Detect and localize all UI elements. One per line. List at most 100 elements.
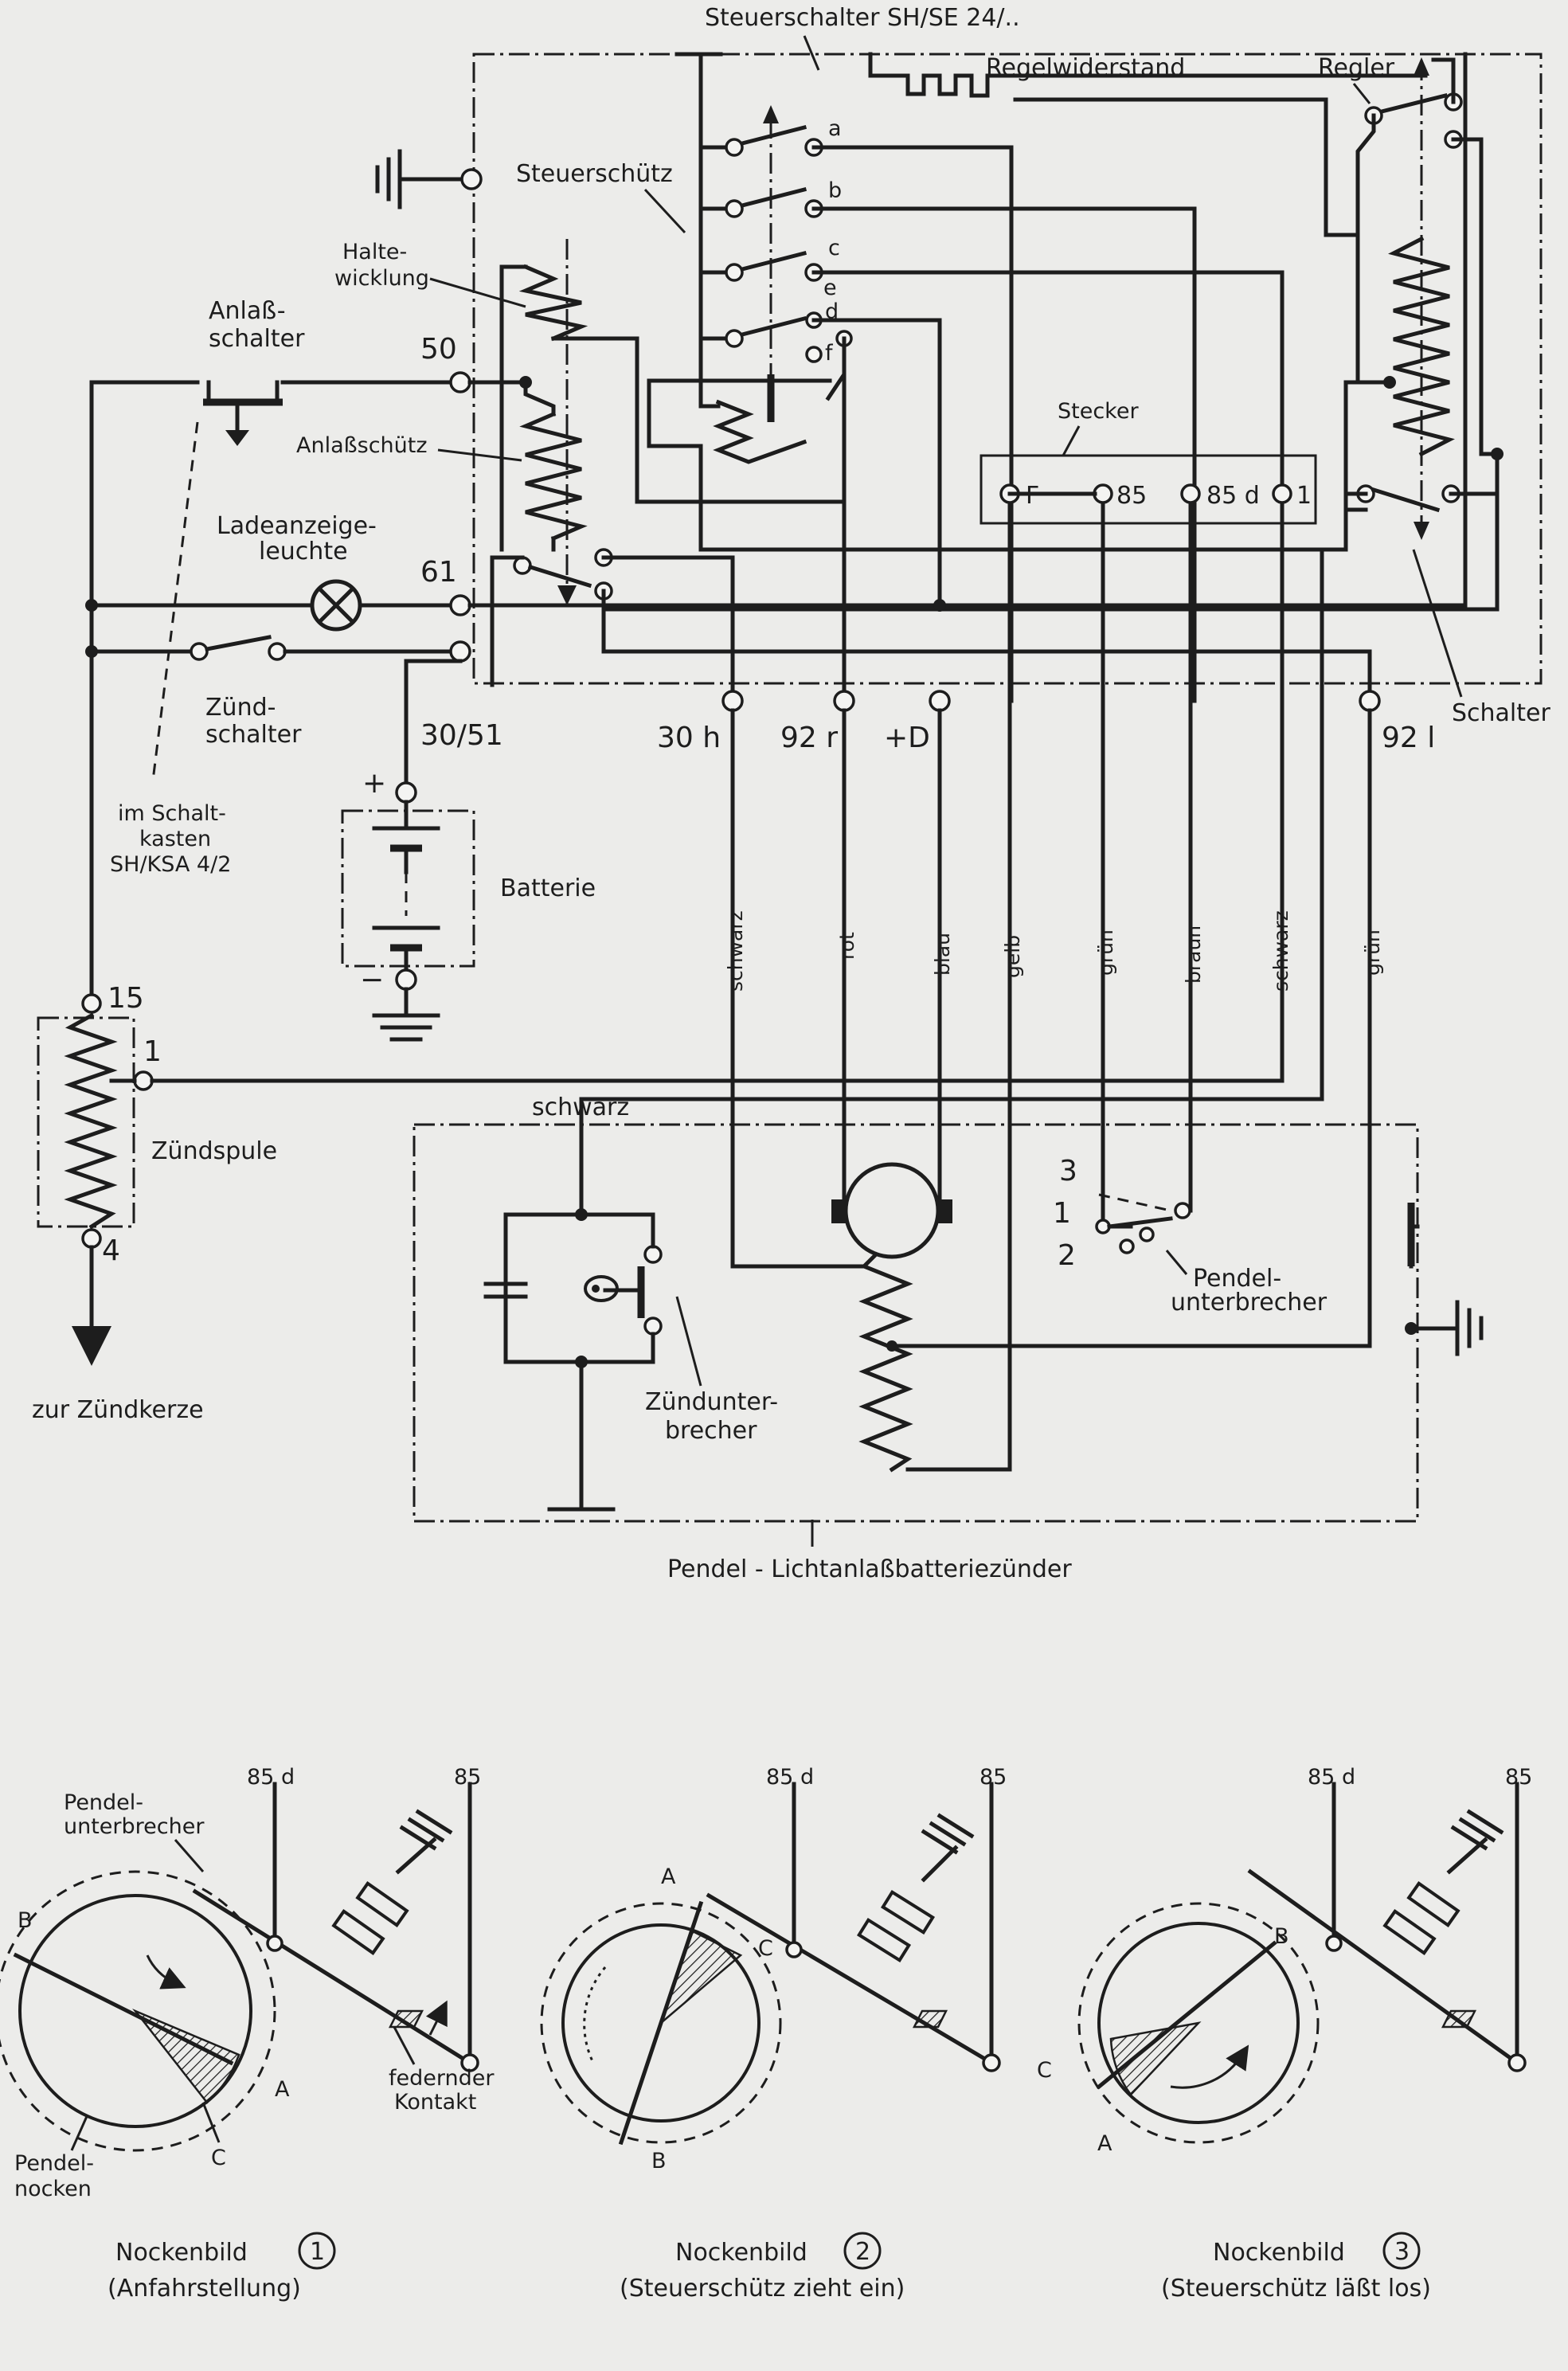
cam-diagram-1: 85 d 85 Pendel- unterbrecher B A C feder… bbox=[0, 1765, 495, 2303]
wire-label-braun: braun bbox=[1182, 925, 1205, 984]
wire-gelb bbox=[905, 501, 1012, 1472]
battery-minus-label: − bbox=[360, 964, 384, 996]
label-anlassschalter-1: Anlaß- bbox=[209, 297, 286, 325]
steuerschalter-housing bbox=[472, 53, 1543, 685]
terminal-921 bbox=[1359, 690, 1381, 712]
terminal-61 bbox=[449, 594, 471, 616]
cam-diagram-3: 85 d 85 B C A Nockenbild 3 (Steuerschütz… bbox=[1037, 1765, 1532, 2303]
label-zuendspule: Zündspule bbox=[151, 1137, 277, 1165]
label-schalter: Schalter bbox=[1452, 699, 1550, 727]
anlassschuetz-arrow-icon bbox=[557, 585, 577, 605]
wire-label-schwarz-1: schwarz bbox=[724, 910, 747, 992]
wire-label-rot: rot bbox=[835, 932, 858, 960]
contact-f-label: f bbox=[825, 341, 834, 366]
regler-contacts bbox=[1364, 92, 1463, 149]
regler-up-arrow-icon bbox=[1414, 57, 1429, 76]
label-anlassschuetz: Anlaßschütz bbox=[296, 433, 428, 458]
wire-schwarz-1 bbox=[730, 708, 783, 1269]
cam1-pendel-1: Pendel- bbox=[64, 1790, 143, 1815]
label-regelwiderstand: Regelwiderstand bbox=[986, 54, 1185, 82]
cam1-nocken-2: nocken bbox=[14, 2177, 92, 2201]
zuendunterbrecher-contacts bbox=[584, 1212, 663, 1364]
schalter-contacts bbox=[1356, 484, 1460, 513]
terminal-92r-label: 92 r bbox=[780, 722, 838, 754]
label-schaltkasten-2: kasten bbox=[139, 827, 211, 851]
battery-ground-icon bbox=[372, 987, 440, 1042]
cam1-C: C bbox=[211, 2146, 226, 2170]
stecker-85-label: 85 bbox=[1116, 482, 1147, 510]
terminal-61-label: 61 bbox=[420, 556, 457, 589]
zuendspule-coil bbox=[64, 1012, 118, 1230]
pendel-3-label: 3 bbox=[1059, 1155, 1077, 1187]
terminal-D bbox=[929, 690, 951, 712]
cam1-nocken-1: Pendel- bbox=[14, 2151, 94, 2176]
stecker-block bbox=[980, 454, 1317, 525]
stecker-85d-terminal bbox=[1180, 483, 1201, 504]
wire-schwarz-2 bbox=[579, 547, 1324, 1137]
stecker-1-terminal bbox=[1272, 483, 1292, 504]
cam1-85-label: 85 bbox=[454, 1765, 481, 1790]
label-zuendschalter-2: schalter bbox=[205, 721, 302, 749]
regler-coil bbox=[1388, 236, 1455, 457]
ground-terminal bbox=[460, 168, 483, 190]
contact-c-label: c bbox=[828, 236, 840, 260]
cam2-sub: (Steuerschütz zieht ein) bbox=[620, 2275, 905, 2303]
zuendspule-15-label: 15 bbox=[108, 982, 144, 1015]
lichtanlass-right-ground-icon bbox=[1409, 1300, 1484, 1356]
cam3-number: 3 bbox=[1394, 2238, 1410, 2266]
contact-d-label: d bbox=[825, 299, 839, 324]
cam2-B: B bbox=[651, 2149, 667, 2173]
wire-label-blau: blau bbox=[931, 933, 954, 976]
cam3-B: B bbox=[1274, 1924, 1289, 1949]
cam3-A: A bbox=[1097, 2131, 1112, 2156]
label-regler: Regler bbox=[1318, 54, 1395, 82]
regler-down-arrow-icon bbox=[1414, 522, 1429, 540]
cam1-sub: (Anfahrstellung) bbox=[108, 2275, 301, 2303]
zuendschalter-contact-a bbox=[190, 642, 209, 661]
label-haltewicklung-2: wicklung bbox=[334, 266, 429, 291]
pendel-1-label: 1 bbox=[1053, 1197, 1071, 1230]
cam2-number: 2 bbox=[855, 2238, 870, 2266]
dynamo-field-coil bbox=[858, 1251, 913, 1473]
zuendspule-1-label: 1 bbox=[143, 1035, 162, 1068]
contact-c bbox=[698, 250, 823, 282]
battery-minus-terminal bbox=[395, 968, 417, 991]
contact-a-label: a bbox=[828, 116, 842, 141]
zuendspule-4-terminal bbox=[81, 1228, 102, 1249]
stecker-1-label: 1 bbox=[1296, 482, 1312, 510]
cam2-A: A bbox=[661, 1864, 676, 1889]
terminal-3051-top bbox=[449, 640, 471, 663]
label-pendelunterbrecher-2: unterbrecher bbox=[1171, 1289, 1328, 1317]
label-zuendkerze: zur Zündkerze bbox=[32, 1396, 204, 1424]
anlassschuetz-coil bbox=[519, 411, 588, 542]
terminal-D-label: +D bbox=[884, 722, 930, 754]
zuendschalter-contact-b bbox=[268, 642, 287, 661]
cam1-caption: Nockenbild bbox=[115, 2239, 248, 2267]
wire-label-gelb: gelb bbox=[1001, 935, 1024, 978]
chassis-ground-icon bbox=[375, 149, 464, 209]
battery-box bbox=[341, 809, 475, 968]
contact-e-label: e bbox=[823, 276, 837, 300]
cam3-sub: (Steuerschütz läßt los) bbox=[1161, 2275, 1431, 2303]
terminal-50-label: 50 bbox=[420, 333, 457, 366]
cam1-A: A bbox=[275, 2077, 290, 2102]
dynamo-icon bbox=[831, 1162, 952, 1259]
wire-label-gruen-2: grün bbox=[1361, 929, 1384, 976]
contact-b-label: b bbox=[828, 178, 842, 203]
label-steuerschuetz: Steuerschütz bbox=[516, 160, 673, 188]
cam1-pendel-2: unterbrecher bbox=[64, 1814, 205, 1839]
capacitor-icon bbox=[483, 1281, 528, 1299]
terminal-3051-label: 30/51 bbox=[420, 719, 503, 752]
zuendspule-1-terminal bbox=[133, 1070, 154, 1091]
label-zuendunterbrecher-2: brecher bbox=[665, 1417, 757, 1445]
label-anlassschalter-2: schalter bbox=[209, 325, 305, 353]
label-pendelunterbrecher-1: Pendel- bbox=[1193, 1265, 1281, 1293]
cam1-B: B bbox=[18, 1908, 33, 1933]
label-zuendunterbrecher-1: Zündunter- bbox=[645, 1388, 778, 1416]
cam1-85d-label: 85 d bbox=[247, 1765, 295, 1790]
battery-icon bbox=[372, 800, 440, 972]
terminal-30h-label: 30 h bbox=[657, 722, 721, 754]
label-lichtanlass: Pendel - Lichtanlaßbatteriezünder bbox=[667, 1555, 1072, 1583]
stecker-85d-label: 85 d bbox=[1206, 482, 1260, 510]
